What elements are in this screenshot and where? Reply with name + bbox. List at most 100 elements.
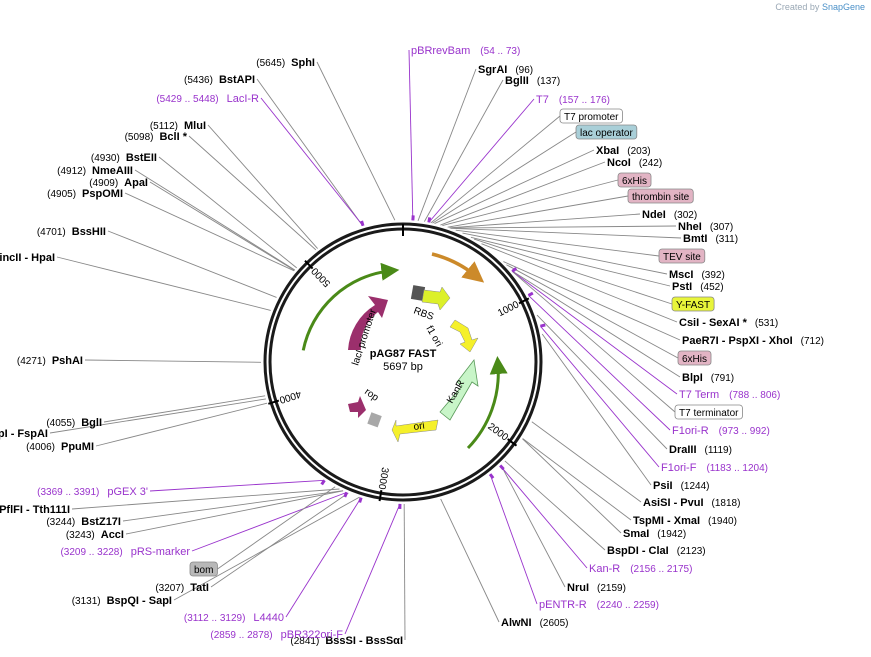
enzyme-name: PaeR7I - PspXI - XhoI [682,335,793,347]
enzyme-name: TatI [190,582,209,594]
feature-arrows [301,252,508,450]
enzyme-leader [71,488,340,510]
enzyme-position: (307) [710,222,733,233]
scale-tick [378,490,383,502]
enzyme-leader [536,314,668,450]
feature-leader [442,179,619,227]
enzyme-position: (3243) [66,530,95,541]
primer-name: LacI-R [227,93,259,105]
feature-box [559,108,623,124]
enzyme-leader [531,421,642,503]
enzyme-leader [124,192,295,272]
feature-leader [447,195,629,228]
enzyme-leader [103,395,266,423]
enzyme-name: MluI [184,120,206,132]
enzyme-position: (531) [755,318,778,329]
feature-label-box: bom [189,561,218,577]
ori-arrow [391,419,439,443]
primer-range: (54 .. 73) [480,46,520,57]
primer-site-mark [343,491,349,498]
primer-range: (2156 .. 2175) [630,564,692,575]
primer-leader [540,325,660,468]
enzyme-position: (392) [701,270,724,281]
enzyme-name: BstEII [126,152,157,164]
enzyme-name: BspQI - SapI [107,595,172,607]
feature-name: 6xHis [622,176,647,187]
primer-leader [428,98,535,223]
lacI-label: lacI [346,301,366,323]
enzyme-leader [122,490,344,522]
enzyme-leader [481,243,678,323]
enzyme-position: (96) [515,65,533,76]
primer-name: pRS-marker [131,546,191,558]
rbs-label: RBS [412,305,435,322]
enzyme-position: (5098) [125,132,154,143]
enzyme-leader [450,227,682,239]
primer-site-mark [499,464,505,471]
feature-label-box: lac operator [575,124,638,140]
feature-leader [217,486,336,570]
enzyme-name: SphI [291,57,315,69]
enzyme-leader [188,135,317,251]
enzyme-position: (4055) [46,418,75,429]
enzyme-position: (2841) [290,636,319,647]
primer-leader [344,503,401,635]
feature-name: Y-FAST [676,300,710,311]
rop-arrow [348,396,366,418]
enzyme-leader [149,181,295,271]
enzyme-position: (203) [627,146,650,157]
enzyme-leader [522,438,632,521]
primer-name: pBR322ori-F [281,629,344,641]
ori-label: ori [413,421,426,433]
primer-range: (5429 .. 5448) [156,94,218,105]
tick-marks [268,259,530,502]
enzyme-position: (452) [700,282,723,293]
enzyme-name: SmaI [623,528,649,540]
primer-name: T7 [536,94,549,106]
primer-name: T7 Term [679,389,719,401]
primer-site-mark [320,479,326,486]
primer-range: (1183 .. 1204) [706,463,768,474]
primer-leader [260,97,364,227]
primer-range: (157 .. 176) [559,95,610,106]
enzyme-leader [316,61,396,221]
enzyme-name: BglI [81,417,102,429]
snapgene-logo: SnapGene [821,2,865,12]
primer-leader [285,497,362,618]
enzyme-leader [417,68,477,221]
enzyme-name: XbaI [596,145,619,157]
enzyme-leader [449,213,641,229]
enzyme-position: (1119) [705,445,732,456]
credit-prefix: Created by [775,2,820,12]
primer-range: (788 .. 806) [729,390,780,401]
enzyme-position: (137) [537,76,560,87]
primer-leader [528,295,671,431]
enzyme-position: (3244) [46,517,75,528]
enzyme-name: BlpI [682,372,703,384]
enzyme-name: HincII - HpaI [0,252,55,264]
enzyme-name: NmeAIII [92,165,133,177]
enzyme-position: (302) [674,210,697,221]
feature-leader [455,229,660,257]
primer-leader [489,474,538,605]
enzyme-position: (5112) [150,121,178,132]
feature-leader [473,238,673,305]
snapgene-credit: Created by SnapGene [775,2,865,12]
enzyme-leader [256,78,364,227]
scale-tick-label: 4000 [277,388,302,405]
enzyme-position: (3131) [72,596,101,607]
enzyme-name: NdeI [642,209,666,221]
feature-leader [512,271,676,413]
enzyme-position: (242) [639,158,662,169]
enzyme-position: (3207) [155,583,184,594]
primer-name: Kan-R [589,563,620,575]
scale-tick-label: 2000 [485,421,510,443]
enzyme-name: PstI [672,281,692,293]
feature-box [189,561,218,577]
enzyme-leader [462,232,668,275]
feature-name: thrombin site [632,192,690,203]
enzyme-name: PflFI - Tth111I [0,504,70,516]
primer-name: F1ori-F [661,462,697,474]
enzyme-leader [440,498,500,623]
